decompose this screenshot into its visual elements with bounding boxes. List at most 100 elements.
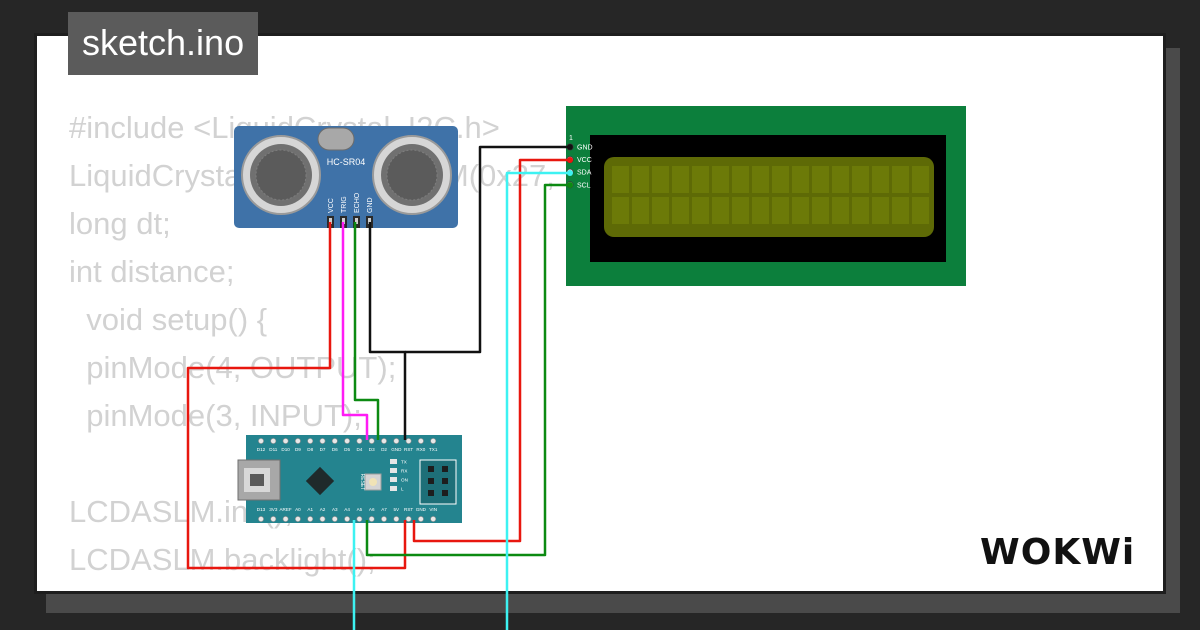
lcd-char-cell (652, 197, 669, 224)
nano-pin (258, 438, 264, 444)
nano-pin (393, 516, 400, 522)
lcd-char-cell (612, 197, 629, 224)
nano-pin (270, 438, 277, 444)
nano-pin (282, 438, 289, 444)
sensor-pin-label: ECHO (354, 192, 361, 213)
microcontroller-chip (305, 466, 335, 496)
lcd-char-cell (812, 166, 829, 193)
lcd-char-cell (752, 197, 769, 224)
sensor-pin-label: VCC (328, 198, 335, 213)
nano-pin-label: D10 (281, 447, 290, 452)
lcd-module[interactable]: 1 GND VCC SDA SCL (566, 106, 966, 286)
lcd-char-cell (732, 197, 749, 224)
code-line: pinMode(3, INPUT); (69, 398, 362, 433)
status-led (390, 486, 397, 491)
nano-pin-label: A7 (381, 507, 387, 512)
wire-endpoints (567, 144, 573, 188)
nano-pin-label: RST (404, 447, 413, 452)
nano-pin (307, 438, 314, 444)
nano-pin-label: A5 (357, 507, 363, 512)
lcd-char-cell (872, 197, 889, 224)
nano-pin (356, 516, 363, 522)
nano-pin-label: RX0 (416, 447, 425, 452)
nano-pin (430, 516, 437, 522)
led-label: L (401, 487, 404, 492)
nano-pin-label: D13 (257, 507, 266, 512)
lcd-pin-label: SDA (577, 170, 592, 177)
wire-sensor-echo (353, 222, 380, 440)
code-line: LCDASLM.backlight(); (69, 542, 376, 577)
lcd-char-cell (872, 166, 889, 193)
nano-pin (405, 516, 412, 522)
lcd-character-grid (612, 166, 929, 224)
nano-pin (417, 438, 424, 444)
lcd-pin-label: GND (577, 145, 593, 152)
nano-pin-label: RST (404, 507, 413, 512)
nano-pin (417, 516, 424, 522)
nano-pin (393, 438, 400, 444)
nano-pin-label: D12 (257, 447, 266, 452)
nano-pin-label: D6 (332, 447, 338, 452)
sensor-crystal (317, 127, 355, 151)
nano-pin (307, 516, 314, 522)
sensor-transducer-left (241, 135, 321, 215)
nano-pin-label: GND (416, 507, 427, 512)
lcd-pin-index: 1 (569, 135, 573, 142)
wire-lcd-gnd (405, 145, 570, 354)
nano-pin (294, 438, 301, 444)
lcd-char-cell (692, 166, 709, 193)
nano-pin (344, 438, 350, 444)
lcd-char-cell (712, 197, 729, 224)
nano-pin-label: TX1 (429, 447, 438, 452)
nano-pin-label: AREF (279, 507, 291, 512)
nano-pin (381, 516, 387, 522)
lcd-pin-label: VCC (577, 157, 592, 164)
wire-sensor-trig (341, 222, 369, 440)
code-line: LCDASLM.clear(); (69, 584, 651, 591)
code-line: long dt; (69, 206, 171, 241)
lcd-char-cell (912, 166, 929, 193)
nano-pin (405, 438, 412, 444)
lcd-char-cell (812, 197, 829, 224)
lcd-char-cell (752, 166, 769, 193)
nano-pin-label: A2 (320, 507, 326, 512)
file-name-badge: sketch.ino (68, 12, 259, 75)
nano-pin-label: D9 (295, 447, 301, 452)
sensor-model-label: HC-SR04 (327, 157, 366, 167)
lcd-char-cell (852, 197, 869, 224)
nano-pin (319, 516, 326, 522)
wire-sensor-gnd (368, 222, 407, 440)
sensor-transducer-right (372, 135, 452, 215)
nano-pin-label: D4 (356, 447, 362, 452)
lcd-pin-label: SCL (577, 182, 591, 189)
lcd-char-cell (612, 166, 629, 193)
nano-pin (368, 438, 375, 444)
wire-lcd-sda (505, 171, 570, 630)
nano-pin (356, 438, 363, 444)
nano-pin (282, 516, 289, 522)
wire-sensor-vcc (186, 222, 407, 570)
nano-pin-label: A6 (369, 507, 375, 512)
nano-pin (331, 516, 338, 522)
lcd-char-cell (652, 166, 669, 193)
code-line: pinMode(4, OUTPUT); (69, 350, 397, 385)
wire-lcd-vcc (412, 158, 570, 543)
nano-pin-label: A1 (307, 507, 313, 512)
icsp-header (419, 459, 457, 505)
lcd-char-cell (792, 166, 809, 193)
status-led (390, 459, 397, 464)
nano-pin (430, 438, 437, 444)
status-led (390, 477, 397, 482)
nano-pin (381, 438, 387, 444)
lcd-char-cell (772, 166, 789, 193)
wokwi-logo-text: WOKWi (980, 532, 1135, 573)
nano-pin (294, 516, 301, 522)
nano-pin (344, 516, 350, 522)
nano-pin-label: D5 (344, 447, 350, 452)
wires (186, 145, 570, 630)
wokwi-logo: WOKWi (980, 532, 1135, 573)
